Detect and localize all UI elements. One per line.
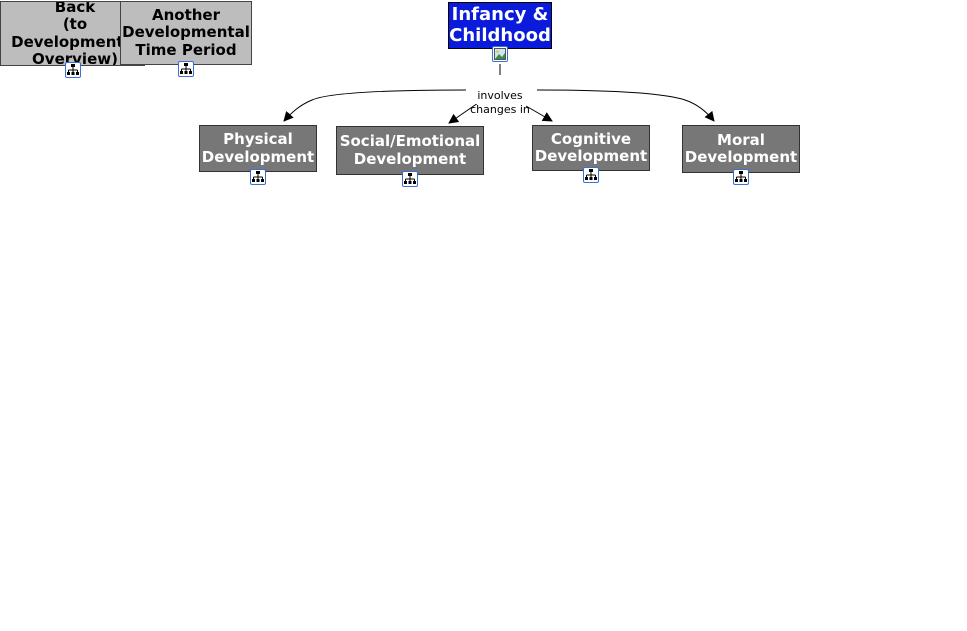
another-period-label: Another Developmental Time Period [122, 6, 250, 59]
concept-map-icon[interactable] [402, 171, 418, 187]
back-node[interactable]: Back (to Developmental Overview) [0, 1, 145, 66]
social-emotional-development-node[interactable]: Social/Emotional Development [336, 126, 484, 175]
back-node-label: Back (to Developmental Overview) [11, 1, 139, 66]
arrow-to-cognitive [525, 105, 553, 122]
concept-map-icon[interactable] [250, 169, 266, 185]
linking-phrase-text: involves changes in [470, 89, 530, 116]
root-node[interactable]: Infancy & Childhood [448, 2, 552, 49]
arrow-to-physical [283, 89, 467, 122]
moral-development-label: Moral Development [684, 130, 798, 166]
arrow-to-moral [536, 89, 715, 122]
physical-development-label: Physical Development [201, 130, 315, 166]
image-icon[interactable] [492, 46, 508, 62]
moral-development-node[interactable]: Moral Development [682, 125, 800, 173]
linking-phrase[interactable]: involves changes in [466, 75, 534, 116]
cognitive-development-node[interactable]: Cognitive Development [532, 125, 650, 171]
concept-map-icon[interactable] [583, 167, 599, 183]
concept-map-icon[interactable] [65, 62, 81, 78]
root-label: Infancy & Childhood [449, 3, 551, 46]
arrow-to-social [448, 102, 479, 124]
another-period-node[interactable]: Another Developmental Time Period [120, 1, 252, 65]
concept-map-icon[interactable] [178, 61, 194, 77]
concept-map-icon[interactable] [733, 169, 749, 185]
social-emotional-development-label: Social/Emotional Development [339, 132, 481, 168]
cognitive-development-label: Cognitive Development [534, 129, 648, 165]
physical-development-node[interactable]: Physical Development [199, 125, 317, 172]
